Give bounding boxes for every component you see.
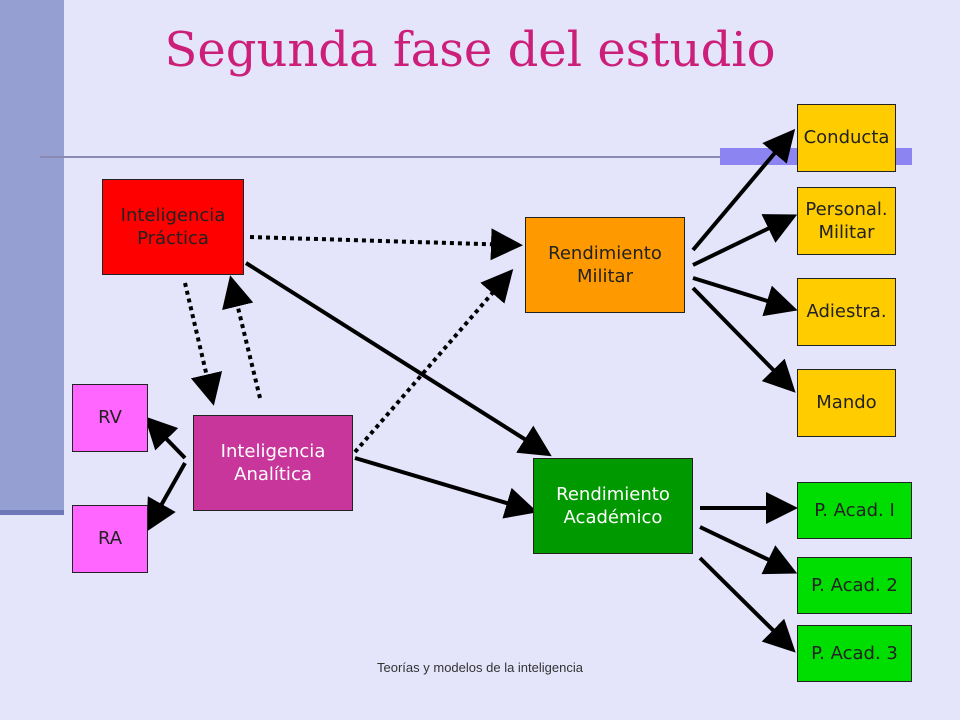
edge-practica-to-academico (244, 261, 552, 457)
edge-analitica-to-ra (146, 462, 187, 532)
edge-militar-to-mando (691, 286, 796, 393)
edge-academico-to-acad2 (699, 525, 798, 575)
node-mando: Mando (797, 369, 896, 437)
sidebar-bar-edge (0, 510, 64, 515)
title-rule (40, 156, 912, 158)
edge-analitica-to-practica (222, 275, 262, 399)
edge-militar-to-conducta (691, 128, 796, 252)
edge-academico-to-acad3 (698, 556, 796, 653)
node-conducta: Conducta (797, 104, 896, 172)
edge-militar-to-personal (692, 214, 798, 267)
node-rendimiento-academico: Rendimiento Académico (533, 458, 693, 554)
edge-analitica-to-militar (353, 268, 514, 454)
node-ra: RA (72, 505, 148, 573)
edge-practica-to-analitica (183, 282, 223, 406)
edge-analitica-to-academico (354, 456, 538, 519)
node-personal-militar: Personal. Militar (797, 187, 896, 255)
node-p-acad-1: P. Acad. I (797, 482, 912, 539)
slide-footer: Teorías y modelos de la inteligencia (377, 660, 583, 675)
node-inteligencia-analitica: Inteligencia Analítica (193, 415, 353, 511)
edge-practica-to-militar (249, 228, 523, 261)
sidebar-bar (0, 0, 64, 515)
edge-analitica-to-rv (144, 416, 187, 460)
edge-militar-to-adiestra (692, 276, 798, 317)
node-p-acad-2: P. Acad. 2 (797, 557, 912, 614)
node-rv: RV (72, 384, 148, 452)
slide-title: Segunda fase del estudio (164, 22, 776, 78)
node-adiestra: Adiestra. (797, 278, 896, 346)
node-rendimiento-militar: Rendimiento Militar (525, 217, 685, 313)
node-inteligencia-practica: Inteligencia Práctica (102, 179, 244, 275)
node-p-acad-3: P. Acad. 3 (797, 625, 912, 682)
